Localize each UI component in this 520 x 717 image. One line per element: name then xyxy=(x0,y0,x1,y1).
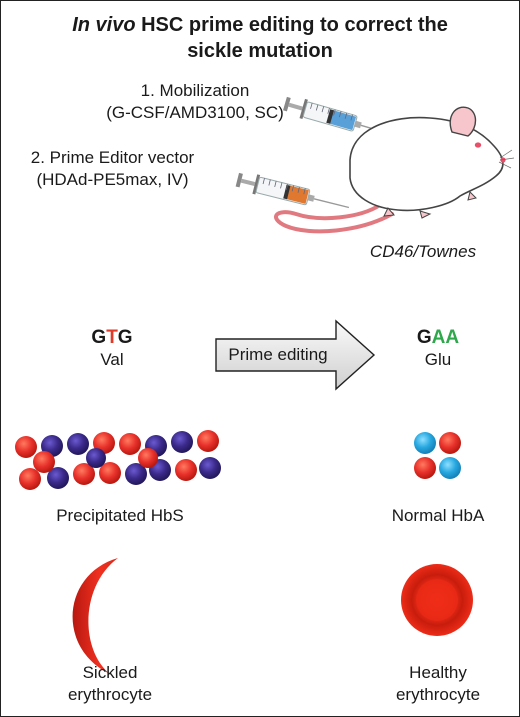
codon-after-base-3: A xyxy=(445,327,460,348)
hbs-polymer xyxy=(15,430,221,490)
title-italic: In vivo xyxy=(72,14,136,36)
healthy-cell-label: Healthy erythrocyte xyxy=(368,662,508,706)
step-2-detail: (HDAd-PE5max, IV) xyxy=(36,170,189,189)
title-line1: HSC prime editing to correct the xyxy=(135,14,448,36)
amino-acid-before: Val xyxy=(100,350,124,369)
step-1-detail: (G-CSF/AMD3100, SC) xyxy=(106,103,284,122)
codon-after: GAA Glu xyxy=(398,327,478,371)
syringe-icon xyxy=(283,96,420,143)
sickled-erythrocyte xyxy=(72,558,118,674)
codon-before: GTG Val xyxy=(72,327,152,371)
step-1-label: 1. Mobilization (G-CSF/AMD3100, SC) xyxy=(90,80,300,124)
healthy-erythrocyte xyxy=(401,564,473,636)
sickled-cell-label-line1: Sickled xyxy=(82,663,138,682)
step-2-title: 2. Prime Editor vector xyxy=(30,148,195,167)
sickled-cell-label-line2: erythrocyte xyxy=(67,685,153,704)
amino-acid-after: Glu xyxy=(424,350,452,369)
healthy-cell-label-line1: Healthy xyxy=(409,663,467,682)
step-1-title: 1. Mobilization xyxy=(140,81,250,100)
hbs-label: Precipitated HbS xyxy=(56,506,184,525)
sickled-cell-label: Sickled erythrocyte xyxy=(20,662,200,706)
codon-after-base-1: G xyxy=(416,327,432,348)
codon-before-base-1: G xyxy=(91,327,107,348)
prime-editing-arrow xyxy=(215,319,376,391)
arrow-label: Prime editing xyxy=(228,345,328,364)
codon-before-base-3: G xyxy=(117,327,133,348)
mouse-icon xyxy=(273,106,515,234)
step-2-label: 2. Prime Editor vector (HDAd-PE5max, IV) xyxy=(0,147,225,191)
syringe-icon xyxy=(235,172,350,209)
codon-before-base-2: T xyxy=(106,327,118,348)
hba-tetramer xyxy=(414,432,461,479)
healthy-cell-label-line2: erythrocyte xyxy=(395,685,481,704)
figure-title: In vivo HSC prime editing to correct the… xyxy=(0,12,520,64)
mouse-model-label: CD46/Townes xyxy=(369,242,477,261)
title-line2: sickle mutation xyxy=(187,40,333,62)
codon-after-base-2: A xyxy=(431,327,446,348)
hba-label: Normal HbA xyxy=(391,506,485,525)
